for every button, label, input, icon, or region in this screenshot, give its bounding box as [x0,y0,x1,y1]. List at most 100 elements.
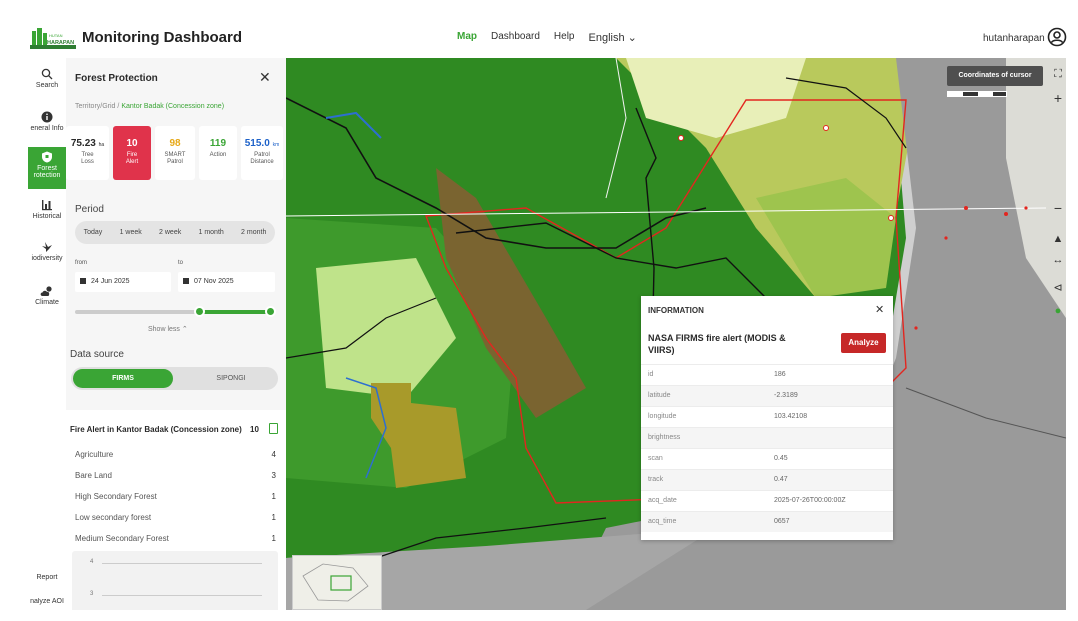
breadcrumb-separator: / [117,103,120,110]
stat-action[interactable]: 119 Action [199,126,237,180]
source-sipongi[interactable]: SIPONGI [216,375,246,382]
share-icon[interactable]: ⊲ [1053,282,1063,294]
list-item-count: 1 [271,492,276,501]
user-avatar-icon[interactable] [1047,27,1067,47]
rail-biodiversity[interactable]: iodiversity [28,241,66,262]
popup-title: NASA FIRMS fire alert (MODIS & VIIRS) [648,333,786,355]
chart-tick-label: 4 [90,559,94,565]
username[interactable]: hutanharapan [983,33,1045,44]
stat-value: 515.0 [244,138,270,149]
stat-label: Patrol Distance [250,152,274,165]
source-firms[interactable]: FIRMS [73,369,173,388]
list-item-count: 4 [271,450,276,459]
data-source-label: Data source [70,349,124,360]
from-label: from [75,260,87,266]
rail-label: eneral Info [30,125,64,132]
to-date-value: 07 Nov 2025 [194,278,234,285]
period-2-week[interactable]: 2 week [159,229,182,236]
close-icon[interactable]: ✕ [875,304,885,316]
period-1-week[interactable]: 1 week [119,229,142,236]
date-range-track[interactable] [75,310,271,314]
list-item-name: Low secondary forest [75,513,152,522]
stat-tree-loss[interactable]: 75.23 ha Tree Loss [66,126,109,180]
list-item-name: Medium Secondary Forest [75,534,169,543]
calendar-icon [80,278,86,285]
svg-text:HUTAN: HUTAN [49,33,63,38]
search-icon [41,68,53,80]
chevron-up-icon: ⌃ [181,326,188,333]
list-item-name: Agriculture [75,450,114,459]
fullscreen-icon[interactable]: ⛶ [1054,68,1062,80]
range-end-handle[interactable] [265,306,276,317]
popup-header: INFORMATION [648,306,704,315]
chart-gridline [102,595,262,596]
rail-label: Search [35,82,59,89]
stat-label: SMART Patrol [164,152,186,165]
breadcrumb-root[interactable]: Territory/Grid [75,103,116,110]
period-2-month[interactable]: 2 month [241,229,267,236]
row-key: scan [648,455,663,462]
fire-alert-card: Fire Alert in Kantor Badak (Concession z… [66,410,286,610]
stat-unit: ha [98,142,105,148]
range-start-handle[interactable] [194,306,205,317]
calendar-icon [183,278,189,285]
status-dot-icon: ● [1054,305,1062,317]
nav-map[interactable]: Map [457,31,477,42]
zoom-out-icon[interactable]: − [1053,200,1063,216]
hutan-harapan-logo[interactable]: HUTAN HARAPAN [30,27,76,49]
panel-title: Forest Protection [75,73,158,84]
rail-climate[interactable]: Climate [28,285,66,306]
from-date-field[interactable]: 24 Jun 2025 [75,272,171,292]
stat-label: Fire Alert [125,152,139,165]
stat-fire-alert[interactable]: 10 Fire Alert [113,126,151,180]
rail-analyze-aoi[interactable]: nalyze AOI [30,598,64,605]
to-label: to [178,260,184,266]
table-row: brightness [641,427,893,448]
chart-gridline [102,563,262,564]
period-today[interactable]: Today [83,229,103,236]
rail-forest-protection[interactable]: Forest rotection [28,147,66,189]
cursor-coordinates-button[interactable]: Coordinates of cursor [947,66,1043,86]
nav-dashboard[interactable]: Dashboard [491,31,540,42]
rail-historical[interactable]: Historical [28,199,66,220]
stat-value: 10 [126,138,138,149]
to-date-field[interactable]: 07 Nov 2025 [178,272,275,292]
language-select[interactable]: English ⌄ [589,31,637,44]
list-item-name: High Secondary Forest [75,492,157,501]
stat-patrol-distance[interactable]: 515.0 km Patrol Distance [241,126,283,180]
close-icon[interactable]: ✕ [259,69,271,85]
stat-smart-patrol[interactable]: 98 SMART Patrol [155,126,195,180]
layers-icon[interactable]: ▲ [1052,233,1064,245]
nav-help[interactable]: Help [553,31,575,42]
bird-icon [42,242,52,252]
stat-value: 119 [209,138,227,149]
download-icon[interactable] [269,423,278,434]
stat-value: 75.23 [70,138,96,149]
left-rail: Search eneral Info Forest rotection Hist… [28,58,66,610]
rail-general-info[interactable]: eneral Info [28,111,66,132]
analyze-button[interactable]: Analyze [841,333,886,353]
rail-label: rotection [33,172,61,179]
row-value: -2.3189 [774,392,798,399]
row-key: latitude [648,392,671,399]
minimap[interactable] [292,555,382,610]
row-value: 2025-07-26T00:00:00Z [774,497,846,504]
measure-icon[interactable]: ↔ [1052,254,1064,266]
period-1-month[interactable]: 1 month [198,229,224,236]
show-less-toggle[interactable]: Show less ⌃ [148,325,188,333]
fire-alert-title: Fire Alert in Kantor Badak (Concession z… [70,425,242,434]
rail-search[interactable]: Search [28,68,66,89]
period-selector: Today 1 week 2 week 1 month 2 month [75,221,275,244]
data-source-toggle: FIRMS SIPONGI [71,367,278,390]
svg-text:HARAPAN: HARAPAN [47,40,74,46]
row-value: 103.42108 [774,413,808,420]
rail-report[interactable]: Report [36,574,58,581]
row-key: brightness [648,434,681,441]
zoom-in-icon[interactable]: + [1053,90,1063,106]
